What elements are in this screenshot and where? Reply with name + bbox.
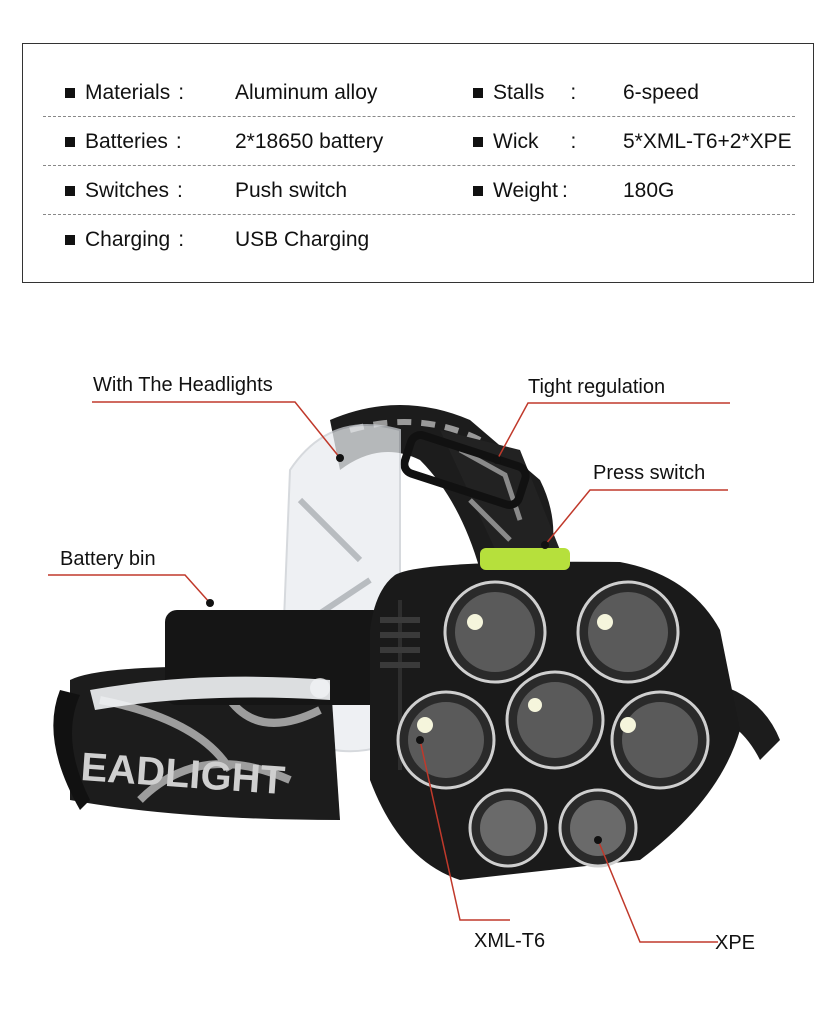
callout-tight-regulation: Tight regulation [528,376,666,398]
xml-t6-led-group [396,580,710,790]
spec-table: Materials: Aluminum alloy Stalls: 6-spee… [22,43,814,283]
spec-value: Aluminum alloy [235,81,378,104]
bullet-icon [473,88,483,98]
spec-value: 2*18650 battery [235,130,384,153]
spec-label: Batteries: [65,118,190,166]
bullet-icon [473,137,483,147]
callout-xpe: XPE [715,932,756,954]
press-switch-button[interactable] [480,548,570,570]
spec-label: Stalls: [473,69,584,117]
spec-row-switches: Switches: Push switch Weight: 180G [45,167,793,215]
bullet-icon [65,88,75,98]
bullet-icon [65,186,75,196]
callout-xml-t6: XML-T6 [474,930,546,952]
callout-battery-bin: Battery bin [60,548,156,570]
row-divider [43,165,795,166]
spec-value: 6-speed [623,81,699,104]
callout-line-headlights [92,401,341,459]
bullet-icon [65,137,75,147]
spec-value: 180G [623,179,675,202]
bullet-icon [473,186,483,196]
spec-value: 5*XML-T6+2*XPE [623,130,792,153]
callout-press-switch: Press switch [593,462,706,484]
bullet-icon [65,235,75,245]
spec-label: Charging: [65,216,192,264]
row-divider [43,214,795,215]
spec-value: USB Charging [235,228,370,251]
spec-label: Switches: [65,167,191,215]
spec-value: Push switch [235,179,348,202]
row-divider [43,116,795,117]
callout-headlights: With The Headlights [93,374,273,396]
xpe-led-group [468,788,638,868]
headlamp-illustration: EADLIGHT [48,401,780,943]
spec-row-materials: Materials: Aluminum alloy Stalls: 6-spee… [45,69,793,117]
spec-row-charging: Charging: USB Charging [45,216,793,264]
spec-label: Materials: [65,69,192,117]
spec-label: Weight: [473,167,576,215]
spec-label: Wick: [473,118,584,166]
spec-row-batteries: Batteries: 2*18650 battery Wick: 5*XML-T… [45,118,793,166]
